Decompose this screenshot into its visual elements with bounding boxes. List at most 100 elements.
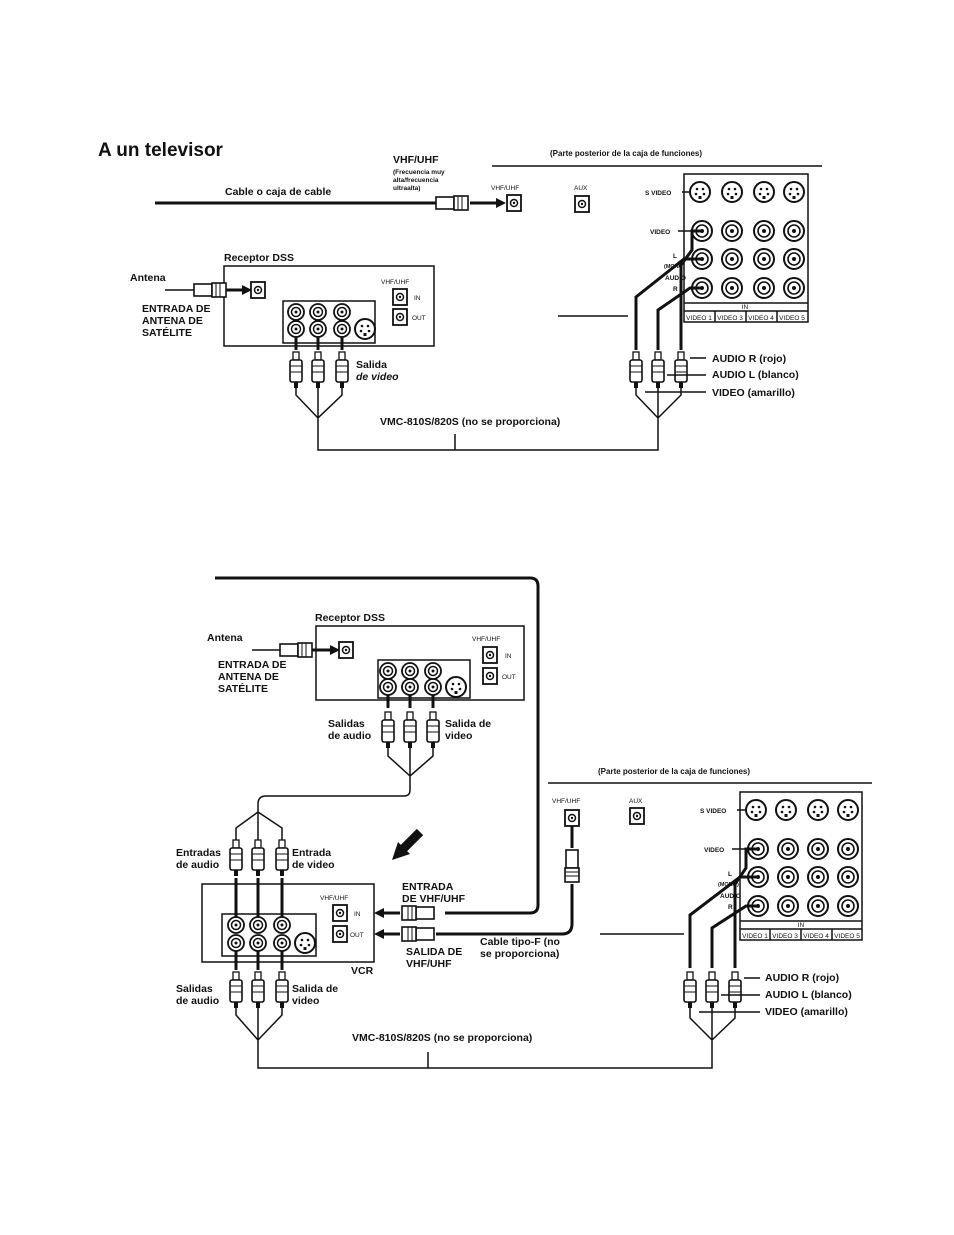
rear-panel2-label: (Parte posterior de la caja de funciones… <box>598 767 750 776</box>
output-label-1: Salida <box>356 359 387 371</box>
sat2-input-2: ANTENA DE <box>218 671 279 683</box>
audio2-l-label: L <box>728 871 732 878</box>
vcr-box <box>201 883 375 963</box>
vcr-video-output-2: video <box>292 995 319 1007</box>
video2-port-1: VIDEO 1 <box>742 933 768 940</box>
sat-input-3: SATÉLITE <box>142 326 192 339</box>
antenna2-label: Antena <box>207 632 243 644</box>
audio-word-label: AUDIO <box>665 275 686 282</box>
antenna2-connector-icon <box>279 642 313 658</box>
video-jacks <box>691 220 805 299</box>
dss2-av-jacks <box>379 662 467 698</box>
vcr-output-rca-plugs <box>229 971 289 1009</box>
vhf-output-2: VHF/UHF <box>406 958 452 970</box>
audio-l-label: L <box>673 253 677 260</box>
vhf-input-1: ENTRADA <box>402 881 454 893</box>
dss-av-jacks <box>287 303 376 340</box>
sat-input-1: ENTRADA DE <box>142 303 210 315</box>
antenna-label: Antena <box>130 272 166 284</box>
s-video-jacks <box>689 181 805 203</box>
satellite2-input-jack-icon <box>338 641 354 659</box>
dss-receiver-label: Receptor DSS <box>224 252 294 264</box>
output-label-2: de video <box>356 371 399 383</box>
audio2-r-label: R <box>728 904 733 911</box>
panel2-vhf-label: VHF/UHF <box>552 798 580 805</box>
dss-out-label: OUT <box>412 315 426 322</box>
tv2-rca-plugs <box>683 971 742 1009</box>
video-port-3: VIDEO 3 <box>717 315 743 322</box>
f-cable-connector-icon <box>564 849 580 883</box>
panel-vhf-label: VHF/UHF <box>491 185 519 192</box>
dss2-out-label: OUT <box>502 674 516 681</box>
vhf-output-1: SALIDA DE <box>406 946 462 958</box>
vhf-input-2: DE VHF/UHF <box>402 893 466 905</box>
vcr-out-label: OUT <box>350 932 364 939</box>
dss-in-label: IN <box>414 295 421 302</box>
vcr-vhf-label: VHF/UHF <box>320 895 348 902</box>
video-port-4: VIDEO 4 <box>748 315 774 322</box>
f-connector-icon <box>435 195 469 211</box>
audio-outputs-1: Salidas <box>328 718 365 730</box>
audio-l-white-label: AUDIO L (blanco) <box>712 369 799 381</box>
video2-port-4: VIDEO 4 <box>803 933 829 940</box>
dss2-vhf-label: VHF/UHF <box>472 636 500 643</box>
vcr-label: VCR <box>351 965 374 977</box>
video2-label: VIDEO <box>704 847 724 854</box>
direction-arrow-icon <box>392 832 420 860</box>
panel-in-label: IN <box>742 304 749 311</box>
dss-rca-plugs <box>289 351 349 389</box>
video-label: VIDEO <box>650 229 670 236</box>
cable-model-label: VMC-810S/820S (no se proporciona) <box>380 416 560 428</box>
f-cable-1: Cable tipo-F (no <box>480 936 560 948</box>
s-video2-jacks <box>745 799 859 821</box>
video-port-5: VIDEO 5 <box>779 315 805 322</box>
vhf-uhf-label: VHF/UHF <box>393 154 439 166</box>
s-video-label: S VIDEO <box>645 190 671 197</box>
audio-r-red-label: AUDIO R (rojo) <box>712 353 786 365</box>
satellite-input-jack-icon <box>250 281 266 299</box>
page-title: A un televisor <box>98 140 224 161</box>
video2-jacks <box>747 838 859 917</box>
video-port-1: VIDEO 1 <box>686 315 712 322</box>
vcr-in-label: IN <box>354 911 361 918</box>
cable-box-label: Cable o caja de cable <box>225 186 331 198</box>
video-yellow-label: VIDEO (amarillo) <box>712 387 795 399</box>
dss2-in-label: IN <box>505 653 512 660</box>
audio-inputs-2: de audio <box>176 859 219 871</box>
video-input-1: Entrada <box>292 847 331 859</box>
panel-aux-label: AUX <box>574 185 588 192</box>
rear-panel-label: (Parte posterior de la caja de funciones… <box>550 149 702 158</box>
panel2-vhf-jack-icon <box>564 809 580 827</box>
sat-input-2: ANTENA DE <box>142 315 203 327</box>
audio-outputs-2: de audio <box>328 730 371 742</box>
video-input-2: de video <box>292 859 335 871</box>
dss-receiver-box <box>223 265 435 347</box>
vcr-audio-outputs-2: de audio <box>176 995 219 1007</box>
antenna-connector-icon <box>193 282 227 298</box>
audio-inputs-1: Entradas <box>176 847 221 859</box>
s-video2-label: S VIDEO <box>700 808 726 815</box>
vcr-audio-outputs-1: Salidas <box>176 983 213 995</box>
vhf-uhf-jack-icon <box>506 194 522 212</box>
freq-note-3: ultraalta) <box>393 185 420 192</box>
sat2-input-1: ENTRADA DE <box>218 659 286 671</box>
video2-yellow-label: VIDEO (amarillo) <box>765 1006 848 1018</box>
freq-note-1: (Frecuencia muy <box>393 169 445 176</box>
audio2-word-label: AUDIO <box>720 893 741 900</box>
dss-vhf-label: VHF/UHF <box>381 279 409 286</box>
audio2-r-red-label: AUDIO R (rojo) <box>765 972 839 984</box>
video2-port-3: VIDEO 3 <box>772 933 798 940</box>
vcr-av-jacks <box>227 916 316 954</box>
panel2-aux-label: AUX <box>629 798 643 805</box>
audio-r-label: R <box>673 286 678 293</box>
freq-note-2: alta/frecuencia <box>393 177 439 184</box>
vcr-input-rca-plugs <box>229 839 289 877</box>
video-output-1: Salida de <box>445 718 491 730</box>
panel2-aux-jack-icon <box>629 807 645 825</box>
dss2-receiver-label: Receptor DSS <box>315 612 385 624</box>
dss2-rca-plugs <box>381 711 440 749</box>
dss2-receiver-box <box>315 625 525 701</box>
aux-jack-icon <box>574 195 590 213</box>
video-output-2: video <box>445 730 472 742</box>
